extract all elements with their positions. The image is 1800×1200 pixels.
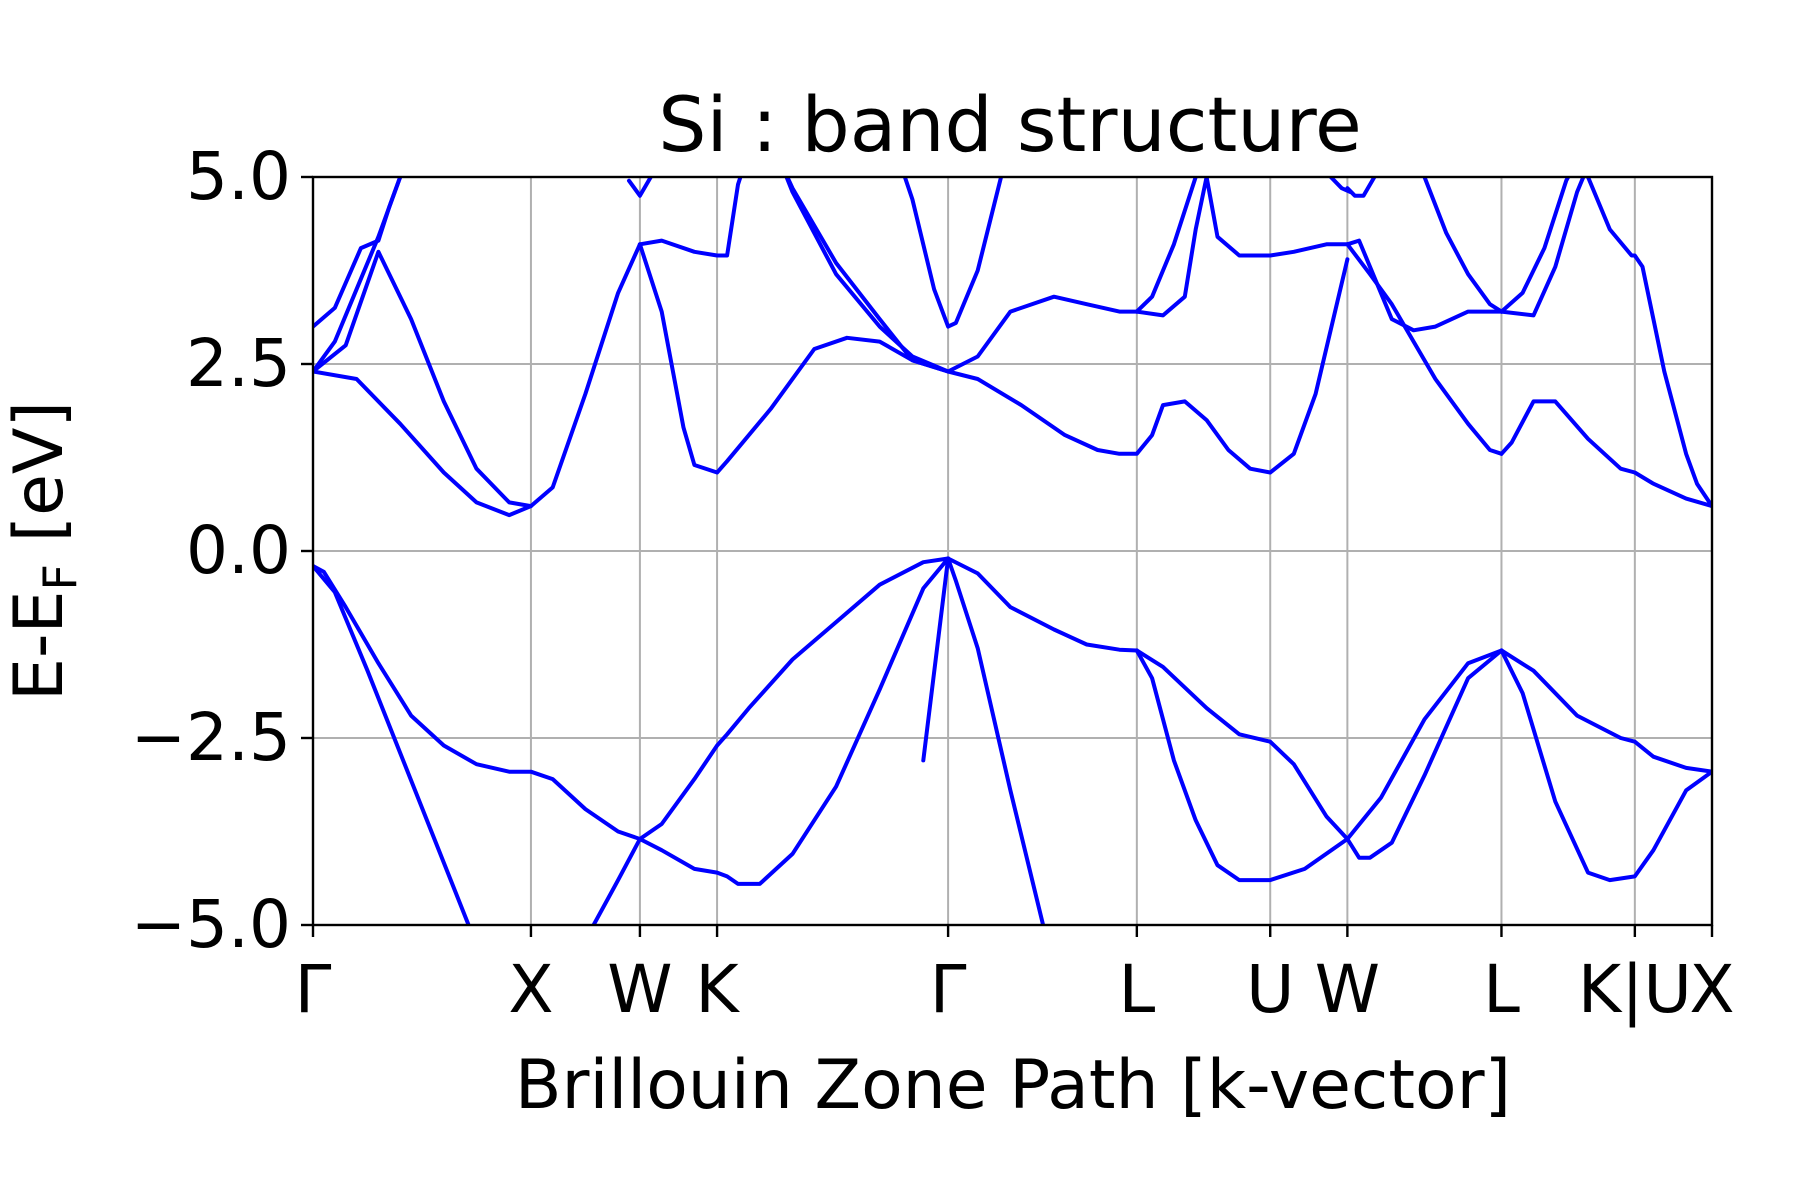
band-line (1499, 648, 1712, 883)
x-axis-label: Brillouin Zone Path [k-vector] (515, 1046, 1511, 1125)
band-line (1134, 648, 1350, 841)
band-line (1134, 648, 1350, 883)
x-tick-label: X (508, 951, 553, 1028)
band-line (1586, 177, 1712, 509)
band-line (1345, 648, 1504, 841)
y-axis-label: E-EF [eV] (0, 401, 87, 701)
x-tick-label: W (607, 951, 672, 1028)
band-line (902, 177, 1004, 329)
plot-frame (311, 175, 1714, 927)
x-tick-label: K|U (1578, 951, 1692, 1028)
x-tick-label: K (695, 951, 740, 1028)
band-line (637, 242, 951, 475)
x-tick-label: Γ (295, 951, 332, 1028)
x-tick-label: L (1118, 951, 1155, 1028)
band-curves (313, 177, 1712, 925)
band-line (1345, 648, 1504, 860)
band-line (313, 556, 951, 841)
y-tick-labels: 5.0 2.5 0.0 −2.5 −5.0 (131, 138, 291, 963)
band-line (313, 564, 471, 925)
chart-title: Si : band structure (658, 80, 1362, 169)
band-line (921, 556, 951, 763)
band-line (1345, 242, 1504, 456)
band-line (637, 177, 951, 374)
band-line (1134, 177, 1198, 314)
band-line (591, 556, 951, 925)
band-line (1499, 399, 1712, 509)
grid-lines (313, 177, 1712, 925)
y-tick-label: −5.0 (131, 886, 291, 963)
y-tick-label: 5.0 (186, 138, 291, 215)
axis-ticks (301, 175, 1714, 937)
band-line (313, 177, 403, 329)
band-line (313, 249, 533, 509)
band-line (1204, 177, 1350, 258)
band-line (1499, 177, 1586, 318)
y-tick-label: −2.5 (131, 699, 291, 776)
y-axis-label-unit: [eV] (0, 401, 79, 564)
x-tick-label: L (1483, 951, 1520, 1028)
band-line (1499, 177, 1571, 314)
x-tick-label: U (1246, 951, 1294, 1028)
band-line (1328, 177, 1353, 194)
x-tick-label: X (1689, 951, 1734, 1028)
band-line (313, 242, 642, 518)
y-tick-label: 0.0 (186, 512, 291, 589)
y-axis-label-base: E-E (0, 591, 79, 701)
y-axis-label-subscript: F (33, 564, 87, 590)
x-tick-label: W (1315, 951, 1380, 1028)
band-line (1499, 648, 1712, 774)
band-line (784, 177, 951, 374)
band-line (627, 177, 653, 198)
band-line (1134, 177, 1209, 318)
band-line (946, 257, 1350, 475)
x-tick-label: Γ (930, 951, 967, 1028)
band-line (1422, 177, 1504, 314)
band-line (946, 556, 1046, 925)
band-line (946, 556, 1139, 653)
band-line (946, 294, 1139, 374)
y-tick-label: 2.5 (186, 325, 291, 402)
